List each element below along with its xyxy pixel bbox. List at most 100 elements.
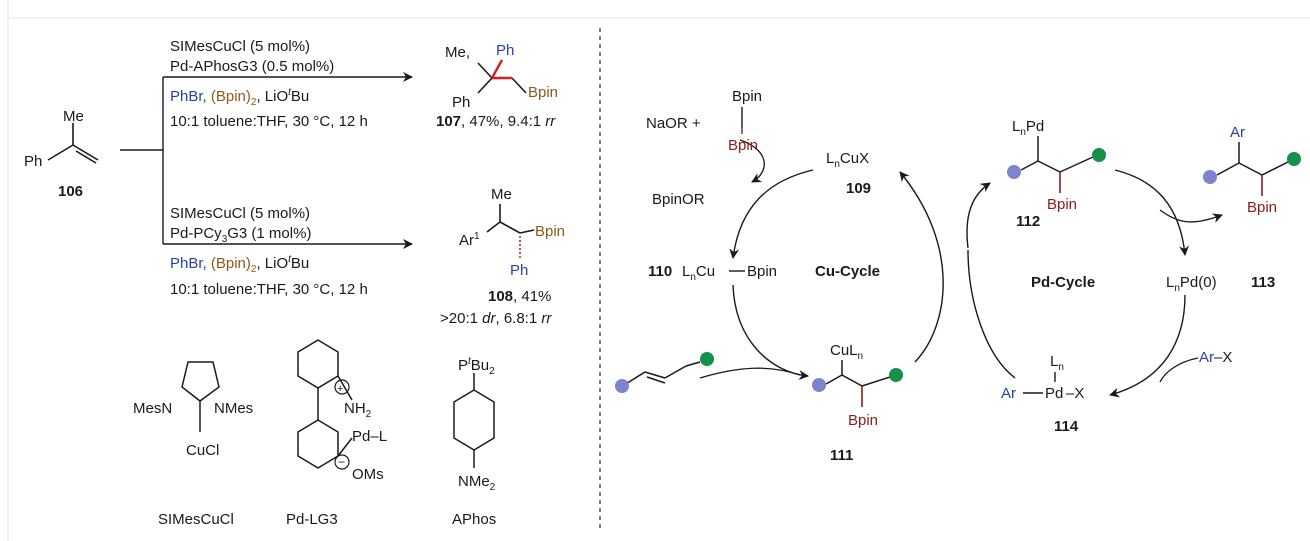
branch-arrows bbox=[120, 72, 413, 249]
minus-charge-icon bbox=[334, 454, 350, 470]
plus-charge-text: + bbox=[337, 383, 343, 395]
pd-l-label: Pd–L bbox=[352, 428, 387, 445]
reagent-bu: Bu bbox=[291, 255, 309, 272]
plus-charge-icon bbox=[334, 379, 350, 395]
l-text: L bbox=[1012, 118, 1020, 135]
cycle-arrow bbox=[729, 169, 814, 259]
side-arrow bbox=[1159, 209, 1223, 223]
product-108: Me Ar1 Bpin Ph 108, 41% >20:1 dr, 6.8:1 … bbox=[440, 186, 565, 327]
naor-label: NaOR + bbox=[646, 115, 701, 132]
subscript: n bbox=[1020, 127, 1026, 138]
intermediate-112: LnPd Bpin 112 bbox=[1007, 118, 1106, 230]
nme2-label: NMe2 bbox=[458, 473, 496, 493]
ar-text: Ar bbox=[459, 232, 474, 249]
lncux-label: LnCuX bbox=[826, 150, 869, 170]
structure-simescucl: MesN NMes CuCl SIMesCuCl bbox=[133, 361, 253, 528]
reagent-lio: , LiO bbox=[256, 88, 288, 105]
bpin-label: Bpin bbox=[747, 263, 777, 280]
condition-line: PhBr, (Bpin)2, LiOtBu bbox=[170, 87, 309, 108]
rr-label: rr bbox=[541, 310, 552, 327]
cycle-arrow bbox=[899, 171, 944, 363]
yield-text: , 41% bbox=[513, 288, 551, 305]
compound-id-114: 114 bbox=[1054, 418, 1079, 435]
compound-id-113: 113 bbox=[1251, 274, 1275, 291]
green-node-icon bbox=[700, 352, 714, 366]
catalyst-text: G3 (1 mol%) bbox=[227, 225, 311, 242]
cu-cycle-label: Cu-Cycle bbox=[815, 263, 880, 280]
compound-caption-108: 108, 41% bbox=[488, 288, 551, 305]
x-label: –X bbox=[1066, 385, 1084, 402]
structure-name-simescucl: SIMesCuCl bbox=[158, 511, 234, 528]
subscript: n bbox=[690, 272, 696, 283]
l-text: L bbox=[1050, 353, 1058, 370]
product-arylboronate: Ar Bpin bbox=[1203, 124, 1301, 216]
subscript: n bbox=[1174, 283, 1180, 294]
me-label: Me bbox=[63, 108, 84, 125]
condition-line: 10:1 toluene:THF, 30 °C, 12 h bbox=[170, 281, 368, 298]
ph-label: Ph bbox=[510, 262, 528, 279]
x-text: –X bbox=[1214, 349, 1232, 366]
l-text: L bbox=[826, 150, 834, 167]
ar-label: Ar bbox=[1001, 385, 1016, 402]
blue-node-icon bbox=[615, 379, 629, 393]
green-node-icon bbox=[889, 368, 903, 382]
compound-id-112: 112 bbox=[1016, 213, 1040, 230]
reagent-lio: , LiO bbox=[256, 255, 288, 272]
compound-id-109: 109 bbox=[846, 180, 871, 197]
blue-node-icon bbox=[1203, 170, 1217, 184]
bpin-label: Bpin bbox=[528, 84, 558, 101]
bpinor-label: BpinOR bbox=[652, 191, 705, 208]
subscript: n bbox=[858, 351, 864, 362]
superscript: t bbox=[288, 87, 292, 98]
compound-id-108: 108 bbox=[488, 288, 513, 305]
cul-text: CuL bbox=[830, 342, 858, 359]
subscript: 2 bbox=[251, 97, 257, 108]
subscript: 2 bbox=[489, 366, 495, 377]
subscript: 2 bbox=[490, 482, 496, 493]
minus-charge-text: − bbox=[338, 455, 345, 469]
ph-label: Ph bbox=[452, 94, 470, 111]
me-label: Me bbox=[491, 186, 512, 203]
structure-name-pd-lg3: Pd-LG3 bbox=[286, 511, 338, 528]
condition-line: 10:1 toluene:THF, 30 °C, 12 h bbox=[170, 113, 368, 130]
cu-cycle-arrows bbox=[699, 139, 944, 381]
condition-line: Pd-PCy3G3 (1 mol%) bbox=[170, 225, 311, 245]
p-text: P bbox=[458, 357, 468, 374]
lnpd0-label: LnPd(0) bbox=[1166, 274, 1217, 294]
pd-cycle-label: Pd-Cycle bbox=[1031, 274, 1095, 291]
ar-text: Ar bbox=[1199, 349, 1214, 366]
ar-label: Ar bbox=[1230, 124, 1245, 141]
subscript: n bbox=[834, 159, 840, 170]
reagent-bpin2: (Bpin) bbox=[211, 255, 251, 272]
me-label: Me, bbox=[445, 44, 470, 61]
yield-text: , 47%, 9.4:1 bbox=[461, 113, 541, 130]
intermediate-110: 110 LnCu Bpin bbox=[648, 263, 777, 283]
compound-id-106: 106 bbox=[58, 183, 83, 200]
culn-label: CuLn bbox=[830, 342, 863, 362]
conditions-reaction-1: SIMesCuCl (5 mol%) Pd-APhosG3 (0.5 mol%)… bbox=[170, 38, 368, 130]
product-107: Me, Ph Ph Bpin 107, 47%, 9.4:1 rr bbox=[436, 42, 558, 130]
green-node-icon bbox=[1287, 152, 1301, 166]
side-arrow bbox=[1159, 357, 1199, 383]
structure-aphos: PtBu2 NMe2 APhos bbox=[452, 356, 496, 528]
nme-text: NMe bbox=[458, 473, 490, 490]
blue-node-icon bbox=[1007, 165, 1021, 179]
compound-id-111: 111 bbox=[830, 447, 853, 464]
nh-text: NH bbox=[344, 400, 366, 417]
ptbu2-label: PtBu2 bbox=[458, 356, 495, 377]
nmes-label: NMes bbox=[214, 400, 253, 417]
intermediate-109: LnCuX 109 bbox=[826, 150, 871, 197]
superscript: t bbox=[468, 356, 472, 367]
bpin-label-red: Bpin bbox=[848, 412, 878, 429]
compound-caption-107: 107, 47%, 9.4:1 rr bbox=[436, 113, 556, 130]
pd0-text: Pd(0) bbox=[1180, 274, 1217, 291]
pd-label: Pd bbox=[1045, 385, 1063, 402]
structure-name-aphos: APhos bbox=[452, 511, 496, 528]
condition-line: SIMesCuCl (5 mol%) bbox=[170, 205, 310, 222]
bpin-label: Bpin bbox=[535, 223, 565, 240]
compound-id-107: 107 bbox=[436, 113, 461, 130]
lnpd-label: LnPd bbox=[1012, 118, 1044, 138]
condition-line: Pd-APhosG3 (0.5 mol%) bbox=[170, 58, 334, 75]
